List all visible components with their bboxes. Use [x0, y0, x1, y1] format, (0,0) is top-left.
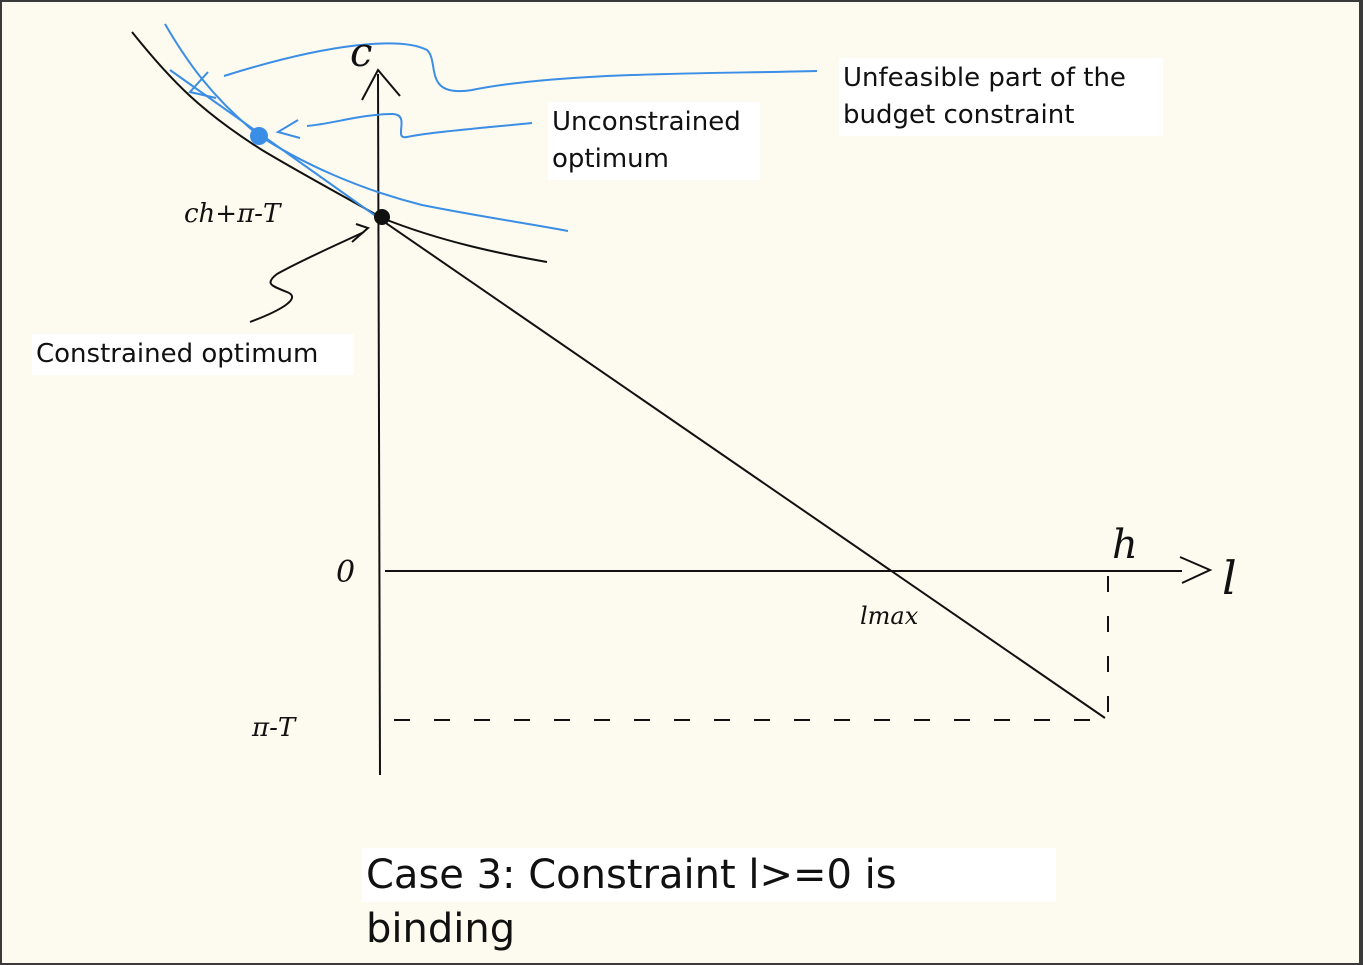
constrained-pointer — [249, 231, 365, 323]
constrained-optimum-label: Constrained optimum — [32, 334, 354, 375]
unfeasible-label: Unfeasible part of the budget constraint — [839, 58, 1163, 136]
x-axis-arrowhead — [1179, 556, 1213, 584]
unfeasible-pointer — [223, 42, 818, 93]
constrained-optimum-point — [374, 209, 390, 225]
lower-label: π-T — [251, 713, 297, 743]
origin-label: 0 — [336, 555, 355, 590]
intercept-label: ch+π-T — [184, 199, 282, 229]
unconstrained-optimum-point — [250, 127, 268, 145]
y-axis — [377, 73, 381, 776]
h-label: h — [1112, 522, 1138, 568]
unconstrained-pointer-arrowhead — [275, 119, 301, 139]
unconstrained-pointer — [306, 112, 533, 139]
budget-line — [379, 218, 1106, 719]
y-axis-arrowhead — [361, 68, 401, 101]
indifference-curve-black — [131, 31, 548, 263]
unfeasible-pointer-arrowhead — [188, 71, 217, 99]
x-axis-label: l — [1222, 551, 1237, 605]
slide-caption: Case 3: Constraint l>=0 is binding — [362, 848, 1056, 952]
y-axis-label: c — [350, 30, 372, 76]
constrained-pointer-arrowhead — [351, 223, 370, 243]
indifference-curve-blue — [164, 23, 569, 232]
unconstrained-optimum-label: Unconstrained optimum — [548, 102, 760, 180]
lmax-label: lmax — [860, 602, 919, 630]
